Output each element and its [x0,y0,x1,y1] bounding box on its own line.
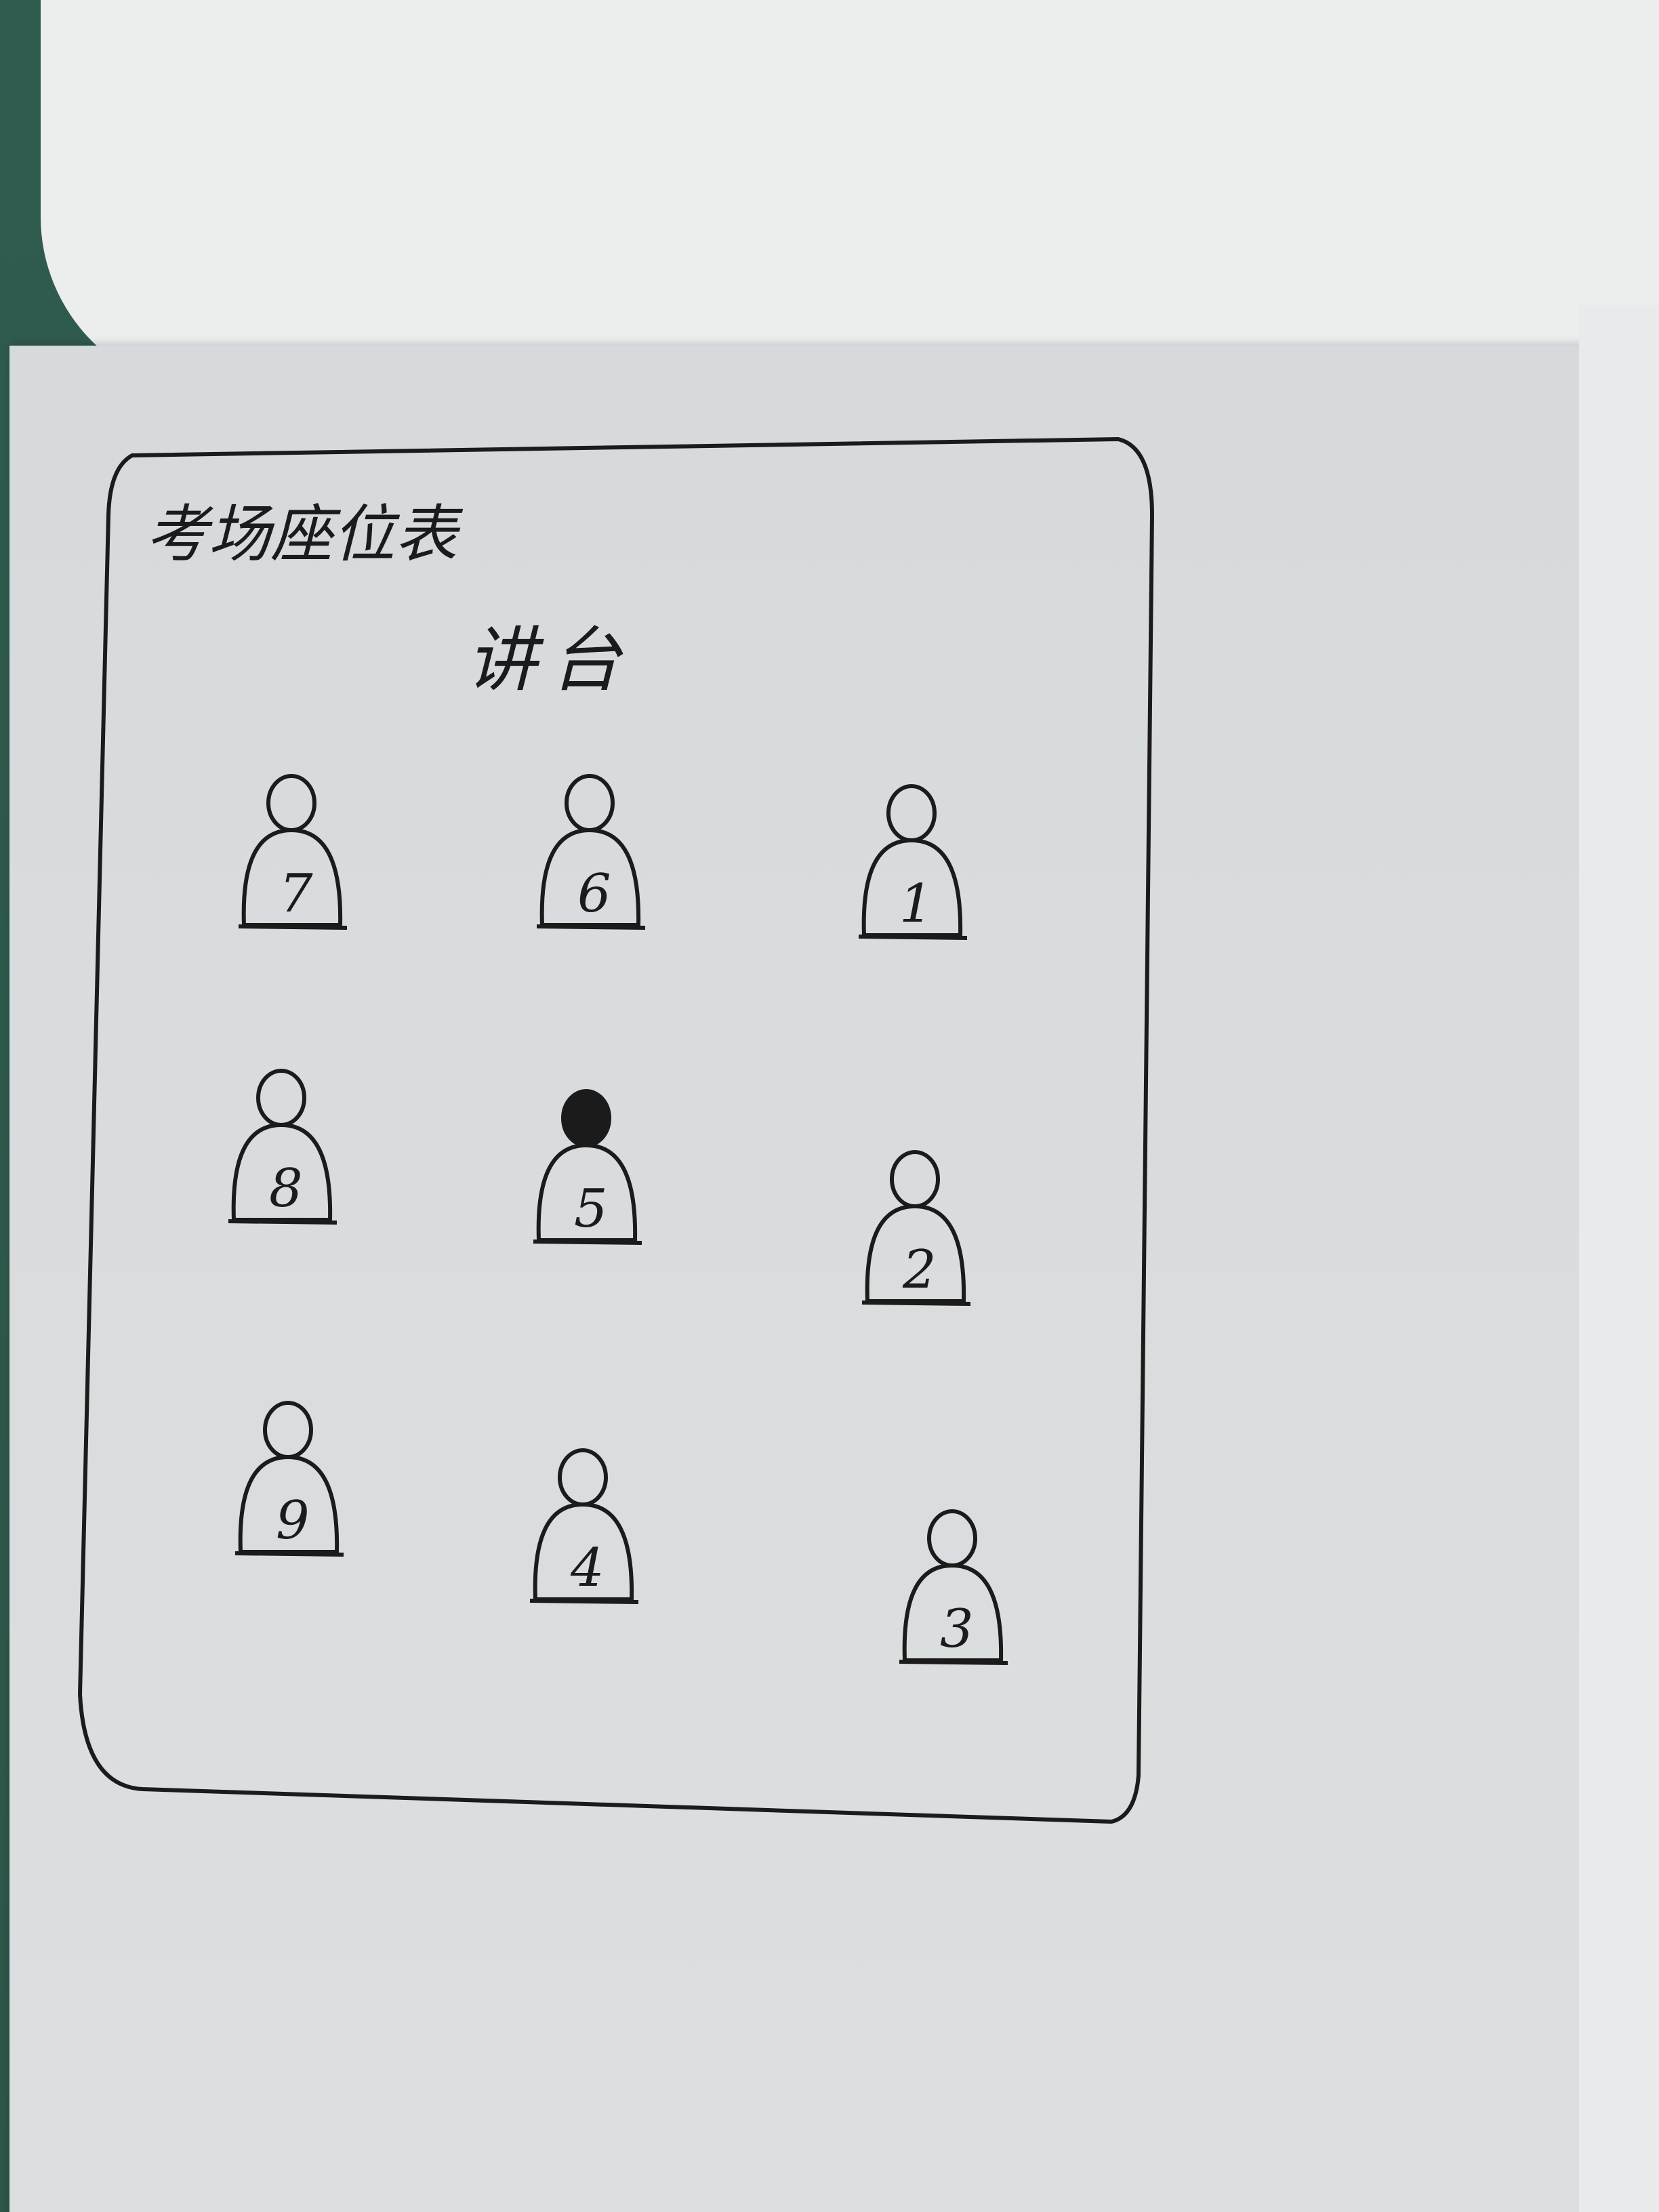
seat-body [231,1123,333,1222]
seat-figure: 5 [533,1089,642,1245]
seat-head [558,1448,608,1507]
seat-number: 6 [577,863,611,924]
seat-figure: 4 [529,1448,639,1604]
paper-edge-light [1579,305,1659,2212]
seat-head [927,1509,977,1568]
seat-head [263,1401,313,1459]
seat-desk-line [529,1599,639,1604]
seat-number: 7 [279,863,313,924]
seat-desk-line [861,1300,971,1306]
seat-number: 3 [940,1599,974,1660]
seat-number: 2 [902,1240,937,1300]
seat-number: 4 [570,1538,605,1599]
seat-desk-line [536,924,646,930]
seat-head [266,774,316,832]
seat-body [533,1502,634,1601]
seat-desk-line [533,1240,642,1245]
seat-desk-line [234,1551,344,1557]
seat-head [890,1150,940,1208]
seat-desk-line [238,924,348,930]
seat-body [536,1143,638,1242]
seats-layer: 7 6 1 8 5 2 9 4 3 [228,774,1008,1665]
seat-body [902,1563,1004,1662]
seat-body [865,1204,966,1303]
seat-desk-line [228,1219,337,1225]
seat-figure: 1 [858,784,968,940]
seat-figure: 7 [238,774,348,930]
seat-number: 1 [899,874,933,935]
seat-number: 9 [276,1490,310,1551]
seat-figure: 6 [536,774,646,930]
back-paper-sheet [41,0,1659,393]
seat-head [561,1089,611,1147]
podium-label: 讲台 [466,619,634,701]
seat-figure: 2 [861,1150,971,1306]
seat-head [256,1069,306,1127]
seat-figure: 3 [899,1509,1008,1665]
seat-number: 8 [269,1158,303,1219]
seat-figure: 9 [234,1401,344,1557]
seat-head [565,774,615,832]
seat-number: 5 [574,1179,608,1240]
seat-head [886,784,937,842]
seat-desk-line [858,935,968,940]
seat-body [238,1455,340,1554]
seat-figure: 8 [228,1069,337,1225]
chart-border [78,437,1154,1824]
sheet-title: 考场座位表 [146,498,464,571]
seat-body [861,838,963,937]
seat-desk-line [899,1660,1008,1665]
seat-body [539,828,641,927]
paper-sheet [9,346,1659,2212]
seat-body [241,828,343,927]
